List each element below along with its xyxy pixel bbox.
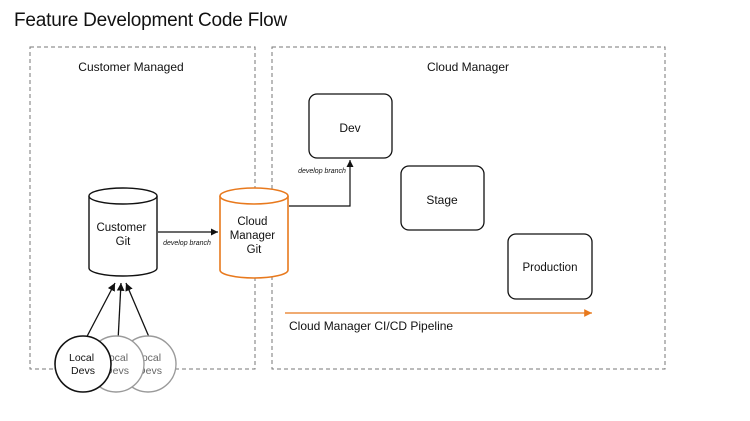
page-title: Feature Development Code Flow — [14, 10, 288, 31]
dev-label: Dev — [339, 121, 360, 135]
edge-cloud-git-to-dev: develop branch — [289, 160, 354, 207]
production-node: Production — [507, 233, 593, 300]
svg-text:Cloud Manager Git: Cloud Manager Git — [230, 216, 279, 256]
edge-customer-to-cloud-git: develop branch — [158, 228, 218, 247]
local-devs-1-line2: Devs — [71, 365, 95, 377]
customer-git-node: Customer Git — [88, 187, 158, 277]
edges-local-devs-to-customer-git — [82, 282, 153, 345]
cloud-git-line1: Cloud — [237, 216, 267, 228]
cloud-manager-label: Cloud Manager — [427, 60, 509, 74]
cloud-git-line3: Git — [247, 244, 263, 256]
customer-git-line1: Customer — [96, 222, 146, 234]
customer-git-line2: Git — [116, 236, 132, 248]
stage-label: Stage — [426, 193, 458, 207]
customer-managed-label: Customer Managed — [78, 60, 183, 74]
pipeline-label: Cloud Manager CI/CD Pipeline — [289, 319, 453, 333]
develop-branch-label-2: develop branch — [298, 168, 346, 175]
stage-node: Stage — [400, 165, 485, 231]
cloud-manager-git-node: Cloud Manager Git — [219, 187, 289, 279]
production-label: Production — [523, 262, 578, 274]
local-devs-1: Local Devs — [54, 335, 112, 393]
svg-text:Customer Git: Customer Git — [96, 222, 149, 248]
pipeline-arrow: Cloud Manager CI/CD Pipeline — [285, 309, 592, 333]
cloud-git-line2: Manager — [230, 230, 276, 242]
develop-branch-label-1: develop branch — [163, 240, 211, 247]
dev-node: Dev — [308, 93, 393, 159]
svg-text:Local Devs: Local Devs — [69, 352, 97, 377]
local-devs-1-line1: Local — [69, 352, 94, 364]
